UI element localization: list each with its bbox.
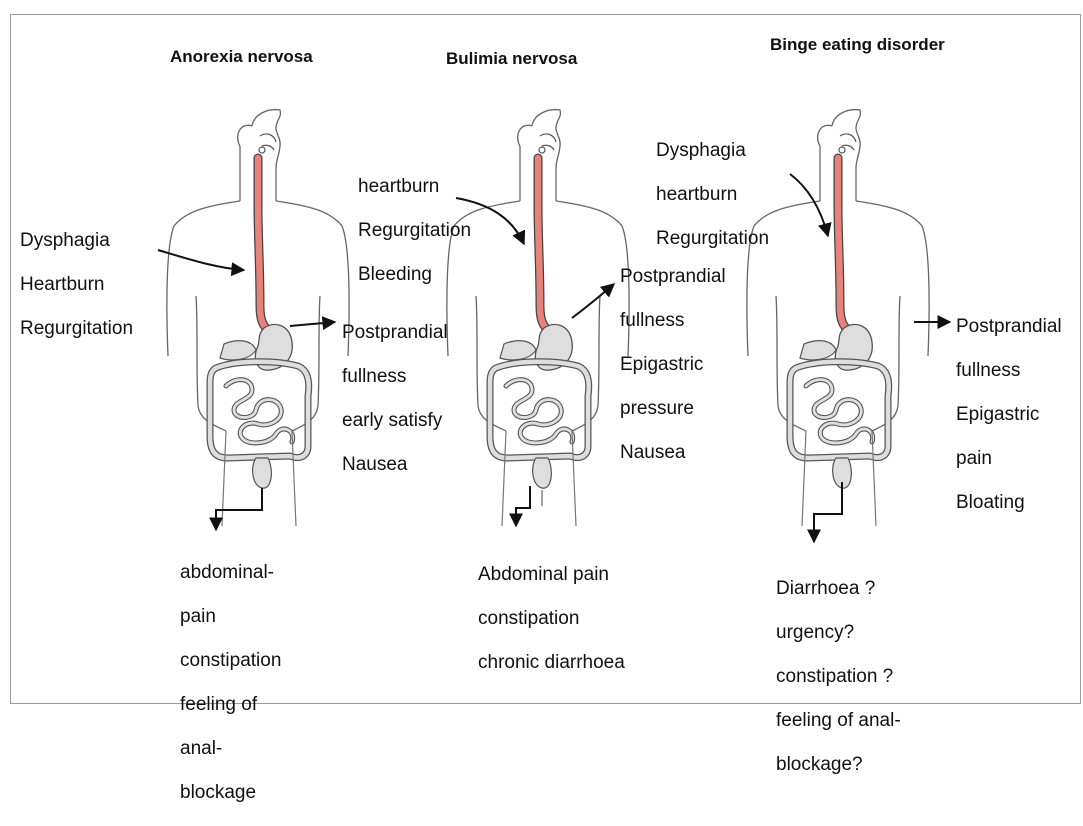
symptom-line: Regurgitation bbox=[656, 228, 769, 250]
symptom-line: abdominal- bbox=[180, 562, 281, 584]
symptom-line: pain bbox=[180, 606, 281, 628]
symptom-line: Abdominal pain bbox=[478, 564, 625, 586]
symptom-line: anal- bbox=[180, 738, 281, 760]
title-anorexia: Anorexia nervosa bbox=[170, 46, 313, 67]
symptom-line: Postprandial bbox=[956, 316, 1062, 338]
symptom-line: Dysphagia bbox=[656, 140, 769, 162]
symptom-line: Nausea bbox=[342, 454, 448, 476]
symptom-line: Dysphagia bbox=[20, 230, 133, 252]
symptom-line: heartburn bbox=[656, 184, 769, 206]
title-line: nervosa bbox=[512, 49, 577, 68]
symptom-line: early satisfy bbox=[342, 410, 448, 432]
symptom-line: Regurgitation bbox=[20, 318, 133, 340]
arrow-lower-binge bbox=[814, 482, 842, 542]
symptom-line: pressure bbox=[620, 398, 726, 420]
symptom-line: Nausea bbox=[620, 442, 726, 464]
upper-symptoms-bulimia: heartburn Regurgitation Bleeding bbox=[358, 154, 471, 308]
stomach-symptoms-bulimia: Postprandial fullness Epigastric pressur… bbox=[620, 244, 726, 486]
symptom-line: Bloating bbox=[956, 492, 1062, 514]
symptom-line: Epigastric bbox=[956, 404, 1062, 426]
symptom-line: heartburn bbox=[358, 176, 471, 198]
title-line: nervosa bbox=[247, 47, 312, 66]
symptom-line: Regurgitation bbox=[358, 220, 471, 242]
symptom-line: Diarrhoea ? bbox=[776, 578, 901, 600]
symptom-line: Epigastric bbox=[620, 354, 726, 376]
symptom-line: blockage? bbox=[776, 754, 901, 776]
title-line: Bulimia bbox=[446, 49, 507, 68]
symptom-line: chronic diarrhoea bbox=[478, 652, 625, 674]
arrow-upper-anorexia bbox=[158, 250, 244, 270]
symptom-line: Heartburn bbox=[20, 274, 133, 296]
symptom-line: constipation ? bbox=[776, 666, 901, 688]
symptom-line: feeling of bbox=[180, 694, 281, 716]
body-figure-bulimia bbox=[447, 110, 629, 526]
symptom-line: fullness bbox=[342, 366, 448, 388]
lower-symptoms-binge: Diarrhoea ? urgency? constipation ? feel… bbox=[776, 556, 901, 798]
symptom-line: constipation bbox=[180, 650, 281, 672]
body-figure-binge bbox=[747, 110, 929, 526]
upper-symptoms-binge: Dysphagia heartburn Regurgitation bbox=[656, 118, 769, 272]
title-line: Anorexia bbox=[170, 47, 243, 66]
title-binge: Binge eating disorder bbox=[770, 34, 945, 55]
title-line: Binge eating bbox=[770, 35, 872, 54]
lower-symptoms-bulimia: Abdominal pain constipation chronic diar… bbox=[478, 542, 625, 696]
title-line: disorder bbox=[877, 35, 945, 54]
arrow-stomach-anorexia bbox=[290, 322, 335, 326]
body-figure-anorexia bbox=[167, 110, 349, 526]
symptom-line: fullness bbox=[956, 360, 1062, 382]
title-bulimia: Bulimia nervosa bbox=[446, 48, 577, 69]
arrow-lower-bulimia bbox=[516, 486, 530, 526]
lower-symptoms-anorexia: abdominal- pain constipation feeling of … bbox=[180, 540, 281, 826]
symptom-line: blockage bbox=[180, 782, 281, 804]
symptom-line: Postprandial bbox=[342, 322, 448, 344]
symptom-line: Bleeding bbox=[358, 264, 471, 286]
symptom-line: pain bbox=[956, 448, 1062, 470]
arrow-stomach-bulimia bbox=[572, 284, 614, 318]
symptom-line: urgency? bbox=[776, 622, 901, 644]
stomach-symptoms-binge: Postprandial fullness Epigastric pain Bl… bbox=[956, 294, 1062, 536]
symptom-line: constipation bbox=[478, 608, 625, 630]
stomach-symptoms-anorexia: Postprandial fullness early satisfy Naus… bbox=[342, 300, 448, 498]
symptom-line: fullness bbox=[620, 310, 726, 332]
upper-symptoms-anorexia: Dysphagia Heartburn Regurgitation bbox=[20, 208, 133, 362]
symptom-line: feeling of anal- bbox=[776, 710, 901, 732]
